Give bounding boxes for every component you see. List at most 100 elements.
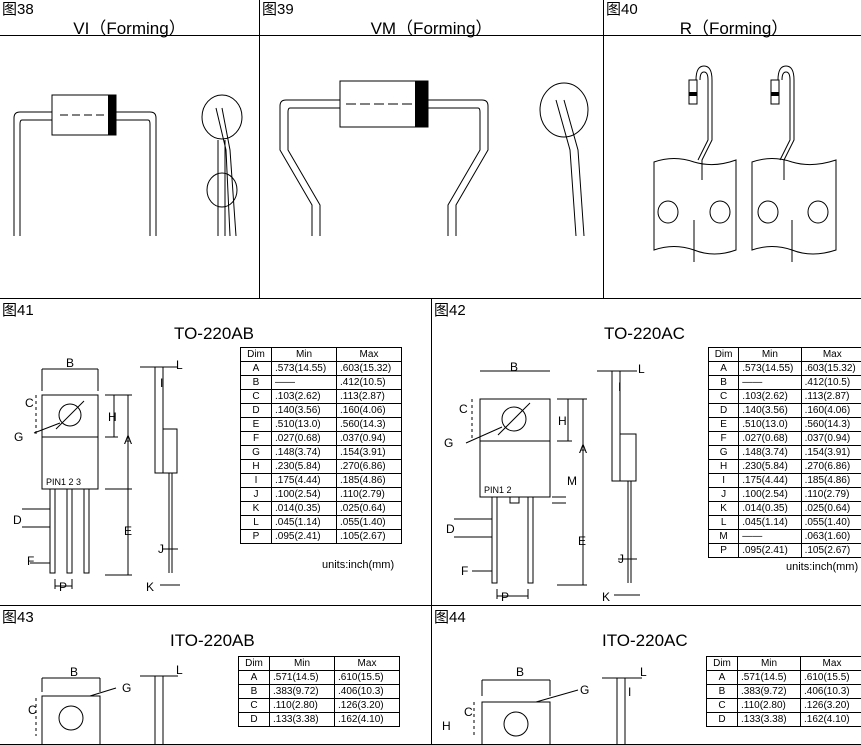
header-dim: Dim xyxy=(239,657,270,671)
dim-cell: C xyxy=(239,699,270,713)
max-cell: .270(6.86) xyxy=(801,460,861,474)
max-cell: .105(2.67) xyxy=(801,544,861,558)
table-header-row: Dim Min Max xyxy=(239,657,400,671)
label-c: C xyxy=(464,705,473,719)
dim-cell: A xyxy=(239,671,270,685)
min-cell: .095(2.41) xyxy=(739,544,801,558)
dim-cell: H xyxy=(241,460,272,474)
panel-to-220ac: 图42 TO-220AC xyxy=(431,298,861,607)
table-row: E.510(13.0).560(14.3) xyxy=(241,418,402,432)
min-cell: .110(2.80) xyxy=(738,699,801,713)
min-cell: .100(2.54) xyxy=(739,488,801,502)
dim-cell: A xyxy=(241,362,272,376)
dim-cell: J xyxy=(241,488,272,502)
dim-cell: G xyxy=(709,446,739,460)
min-cell: .133(3.38) xyxy=(738,713,801,727)
table-row: A.573(14.55).603(15.32) xyxy=(241,362,402,376)
dimension-labels: B G C H L I xyxy=(442,665,647,733)
panel-ito-220ac: 图44 ITO-220AC B G C H L I Dim Min Max A.… xyxy=(431,605,861,745)
label-g: G xyxy=(580,683,589,697)
panel-to-220ab: 图41 TO-220AB xyxy=(0,298,432,607)
label-k: K xyxy=(146,580,154,594)
dim-cell: J xyxy=(709,488,739,502)
header-dim: Dim xyxy=(241,348,272,362)
label-j: J xyxy=(618,552,624,566)
panel-vi-forming: 图38 VI（Forming） xyxy=(0,0,260,299)
min-cell: .045(1.14) xyxy=(272,516,337,530)
label-e: E xyxy=(578,534,586,548)
max-cell: .025(0.64) xyxy=(337,502,402,516)
min-cell: —— xyxy=(272,376,337,390)
label-h: H xyxy=(108,410,117,424)
label-b: B xyxy=(70,665,78,679)
diode-r-forming-drawing xyxy=(604,0,861,299)
max-cell: .055(1.40) xyxy=(801,516,861,530)
dim-cell: M xyxy=(709,530,739,544)
dim-cell: B xyxy=(241,376,272,390)
label-h: H xyxy=(558,414,567,428)
max-cell: .037(0.94) xyxy=(337,432,402,446)
max-cell: .406(10.3) xyxy=(335,685,400,699)
max-cell: .185(4.86) xyxy=(337,474,402,488)
table-row: B.383(9.72).406(10.3) xyxy=(239,685,400,699)
units-note: units:inch(mm) xyxy=(786,561,858,573)
dimension-table: Dim Min Max A.571(14.5).610(15.5)B.383(9… xyxy=(706,656,861,727)
min-cell: .573(14.55) xyxy=(739,362,801,376)
max-cell: .154(3.91) xyxy=(337,446,402,460)
min-cell: .175(4.44) xyxy=(272,474,337,488)
header-min: Min xyxy=(738,657,801,671)
table-row: D.140(3.56).160(4.06) xyxy=(709,404,861,418)
pin-labels: PIN1 2 3 xyxy=(46,477,81,487)
max-cell: .406(10.3) xyxy=(801,685,861,699)
table-header-row: Dim Min Max xyxy=(241,348,402,362)
table-row: B.383(9.72).406(10.3) xyxy=(707,685,861,699)
min-cell: .140(3.56) xyxy=(739,404,801,418)
dim-cell: P xyxy=(709,544,739,558)
min-cell: .045(1.14) xyxy=(739,516,801,530)
max-cell: .270(6.86) xyxy=(337,460,402,474)
min-cell: .175(4.44) xyxy=(739,474,801,488)
panel-r-forming: 图40 R（Forming） xyxy=(603,0,861,299)
dim-cell: A xyxy=(707,671,738,685)
table-row: P.095(2.41).105(2.67) xyxy=(709,544,861,558)
min-cell: .148(3.74) xyxy=(739,446,801,460)
min-cell: .014(0.35) xyxy=(272,502,337,516)
label-b: B xyxy=(66,356,74,370)
min-cell: .148(3.74) xyxy=(272,446,337,460)
min-cell: —— xyxy=(739,530,801,544)
pin-labels: PIN1 2 xyxy=(484,485,512,495)
table-row: F.027(0.68).037(0.94) xyxy=(709,432,861,446)
table-row: K.014(0.35).025(0.64) xyxy=(709,502,861,516)
label-g: G xyxy=(444,436,453,450)
dim-cell: G xyxy=(241,446,272,460)
label-i: I xyxy=(618,380,621,394)
table-row: L.045(1.14).055(1.40) xyxy=(709,516,861,530)
diode-vm-forming-drawing xyxy=(260,0,604,299)
header-max: Max xyxy=(801,657,861,671)
table-row: L.045(1.14).055(1.40) xyxy=(241,516,402,530)
table-row: C.103(2.62).113(2.87) xyxy=(241,390,402,404)
label-f: F xyxy=(461,564,468,578)
dim-cell: A xyxy=(709,362,739,376)
label-c: C xyxy=(28,703,37,717)
min-cell: .103(2.62) xyxy=(739,390,801,404)
dim-cell: B xyxy=(239,685,270,699)
min-cell: .133(3.38) xyxy=(270,713,335,727)
min-cell: .103(2.62) xyxy=(272,390,337,404)
max-cell: .603(15.32) xyxy=(337,362,402,376)
dim-cell: L xyxy=(709,516,739,530)
label-f: F xyxy=(27,554,34,568)
dim-cell: L xyxy=(241,516,272,530)
min-cell: .027(0.68) xyxy=(272,432,337,446)
min-cell: .140(3.56) xyxy=(272,404,337,418)
min-cell: .027(0.68) xyxy=(739,432,801,446)
table-row: C.110(2.80).126(3.20) xyxy=(707,699,861,713)
table-row: K.014(0.35).025(0.64) xyxy=(241,502,402,516)
dim-cell: F xyxy=(709,432,739,446)
dim-cell: K xyxy=(709,502,739,516)
dimension-labels: B C H A G D E F P M L I J K PIN1 2 xyxy=(444,360,645,604)
table-header-row: Dim Min Max xyxy=(709,348,861,362)
min-cell: .230(5.84) xyxy=(272,460,337,474)
label-l: L xyxy=(640,665,647,679)
max-cell: .162(4.10) xyxy=(801,713,861,727)
